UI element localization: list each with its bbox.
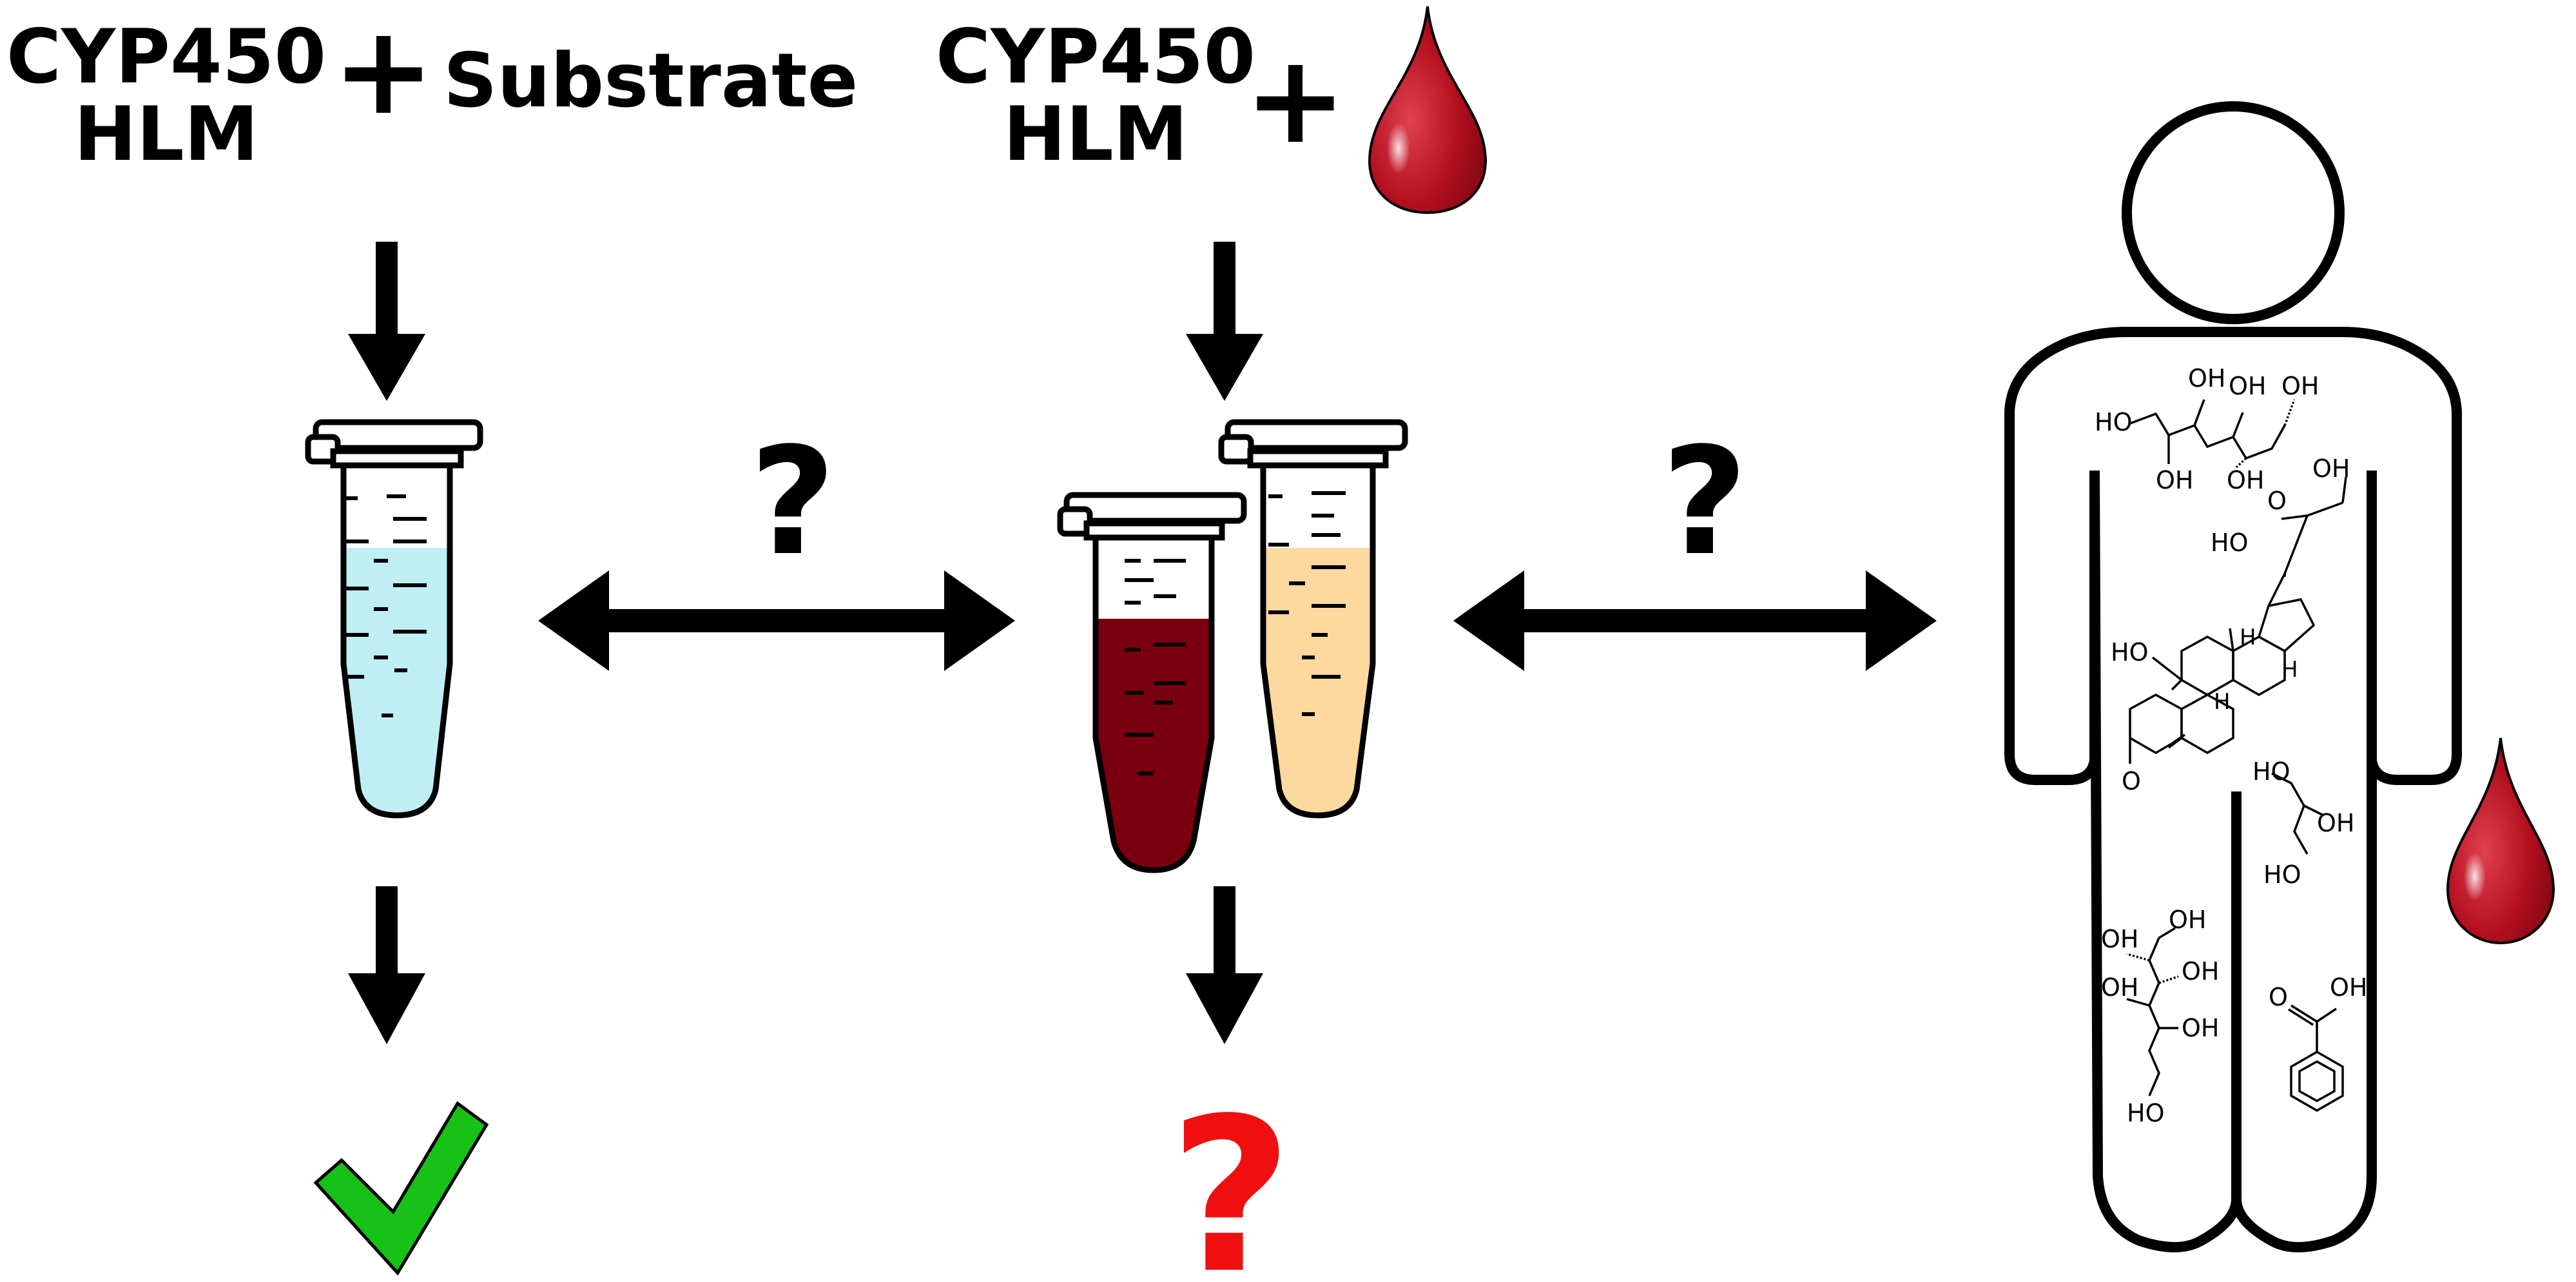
glycerol <box>2271 772 2324 855</box>
chemical-structures <box>2126 399 2347 1112</box>
blood-drop-side-icon <box>2446 737 2555 945</box>
blood-drop-icon <box>1368 6 1487 215</box>
down-arrow-middle-bottom <box>1186 886 1263 1044</box>
chem-label-ho: HO <box>2111 638 2148 666</box>
chem-label-oh: OH <box>2182 1014 2219 1042</box>
tube-plasma-icon <box>1218 419 1408 819</box>
middle-reagent-label: CYP450 HLM + <box>936 14 1347 178</box>
tube-blood-icon <box>1057 492 1247 873</box>
chem-label-oh: OH <box>2169 906 2206 934</box>
middle-enzyme-line2: HLM <box>1003 91 1188 178</box>
left-enzyme-line1: CYP450 <box>6 14 326 101</box>
chem-label-ho: HO <box>2211 529 2248 557</box>
left-reagent-label: CYP450 HLM + Substrate <box>6 0 858 178</box>
chem-label-oh: OH <box>2101 973 2138 1002</box>
chem-label-o: O <box>2122 767 2141 795</box>
chem-label-ho: HO <box>2095 408 2132 436</box>
down-arrow-left-bottom <box>348 886 425 1044</box>
chem-label-oh: OH <box>2312 454 2350 483</box>
down-arrow-middle-top <box>1186 242 1263 401</box>
question-mark-tubes: ? <box>750 416 835 588</box>
left-plus-sign: + <box>332 0 434 142</box>
steroid-core <box>2129 476 2347 764</box>
double-arrow-tubes <box>538 570 1015 671</box>
chemical-labels: HO OH OH OH OH OH OH O HO HO H H H O HO … <box>2095 364 2367 1127</box>
chem-label-ho: HO <box>2127 1099 2164 1127</box>
middle-enzyme-line1: CYP450 <box>936 14 1255 101</box>
chem-label-oh: OH <box>2330 973 2367 1002</box>
chem-label-ho: HO <box>2263 860 2301 889</box>
left-enzyme-line2: HLM <box>74 91 258 178</box>
chem-label-oh: OH <box>2156 466 2193 494</box>
tube-substrate-icon <box>305 419 483 819</box>
human-body-icon <box>2004 101 2462 1252</box>
chem-label-h: H <box>2214 689 2231 715</box>
down-arrow-left-top <box>348 242 425 401</box>
left-substrate-label: Substrate <box>443 37 858 124</box>
chem-label-oh: OH <box>2188 364 2225 393</box>
sugar-chain-top <box>2129 399 2296 469</box>
question-mark-body: ? <box>1661 416 1747 588</box>
chem-label-h: H <box>2240 625 2256 650</box>
check-icon <box>313 1101 489 1276</box>
question-mark-outcome: ? <box>1169 1073 1292 1282</box>
chem-label-oh: OH <box>2101 925 2138 953</box>
double-arrow-body <box>1453 570 1937 671</box>
chem-label-ho: HO <box>2252 757 2290 786</box>
chem-label-oh: OH <box>2281 372 2319 400</box>
chem-label-o: O <box>2269 983 2288 1011</box>
chem-label-oh: OH <box>2227 466 2264 494</box>
chem-label-h: H <box>2281 657 2298 683</box>
chem-label-oh: OH <box>2182 957 2219 986</box>
chem-label-o: O <box>2267 487 2287 515</box>
chem-label-oh: OH <box>2229 372 2266 400</box>
benzoic-acid <box>2288 1004 2344 1112</box>
middle-plus-sign: + <box>1244 28 1346 171</box>
chem-label-oh: OH <box>2317 809 2354 837</box>
sugar-chain-bottom <box>2126 927 2179 1096</box>
